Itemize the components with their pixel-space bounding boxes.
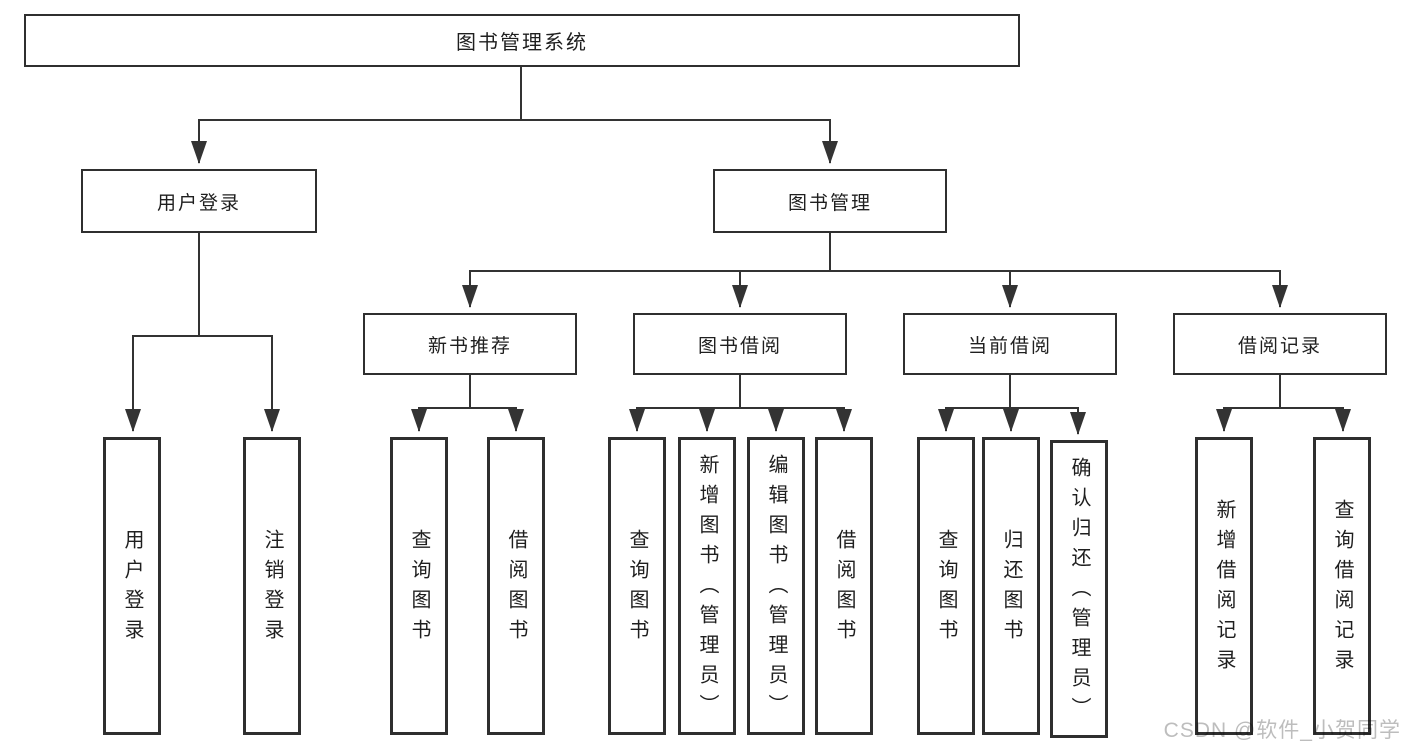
leaf-query-books-recommend: 查询图书 [390, 437, 448, 735]
node-new-book-recommend: 新书推荐 [363, 313, 577, 375]
connector-records-group [1216, 374, 1351, 432]
node-library-system: 图书管理系统 [24, 14, 1020, 67]
node-borrowing-records: 借阅记录 [1173, 313, 1387, 375]
connector-recommend-group [411, 374, 524, 432]
node-book-borrowing: 图书借阅 [633, 313, 847, 375]
leaf-add-borrow-record: 新增借阅记录 [1195, 437, 1253, 735]
leaf-edit-book-admin: 编辑图书（管理员） [747, 437, 805, 735]
node-user-login: 用户登录 [81, 169, 317, 233]
connector-current-group [938, 374, 1086, 435]
leaf-borrow-books-borrowing: 借阅图书 [815, 437, 873, 735]
connector-root-to-branches [191, 66, 838, 164]
connector-login-group [125, 232, 280, 432]
node-book-management: 图书管理 [713, 169, 947, 233]
leaf-query-borrow-record: 查询借阅记录 [1313, 437, 1371, 735]
connector-borrowing-group [629, 374, 852, 432]
leaf-logout: 注销登录 [243, 437, 301, 735]
watermark: CSDN @软件_小贺同学 [1163, 719, 1401, 742]
connector-management-to-modules [462, 232, 1288, 308]
node-current-borrowing: 当前借阅 [903, 313, 1117, 375]
leaf-query-books-current: 查询图书 [917, 437, 975, 735]
leaf-return-book: 归还图书 [982, 437, 1040, 735]
leaf-confirm-return-admin: 确认归还（管理员） [1050, 440, 1108, 738]
leaf-user-login: 用户登录 [103, 437, 161, 735]
leaf-add-book-admin: 新增图书（管理员） [678, 437, 736, 735]
leaf-query-books-borrowing: 查询图书 [608, 437, 666, 735]
leaf-borrow-books-recommend: 借阅图书 [487, 437, 545, 735]
